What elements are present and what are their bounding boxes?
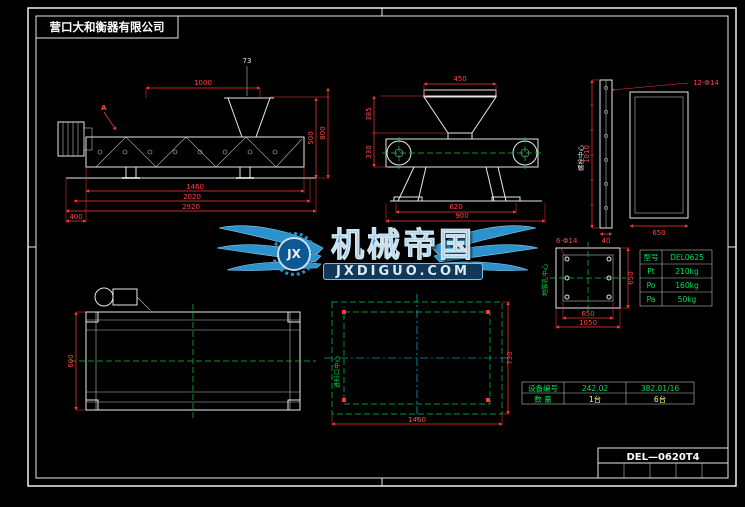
watermark-domain: JXDIGUO.COM (323, 263, 483, 280)
spec-value: DEL0625 (670, 253, 704, 262)
title-block: DEL—0620T4 (597, 447, 729, 479)
hole-callout: 12-Φ14 (693, 79, 719, 87)
equip-value: 382.01/16 (641, 384, 680, 393)
conveyor-body (85, 136, 305, 168)
hole-callout: 6-Φ14 (556, 237, 578, 245)
dim-label: 2020 (183, 193, 201, 201)
spec-table: 型号 DEL0625 Pt 210kg Po 160kg Pa 50kg (639, 249, 713, 307)
section-label: A (101, 104, 107, 112)
dim-label: 73 (243, 57, 252, 65)
panel-face (629, 91, 689, 219)
anchor-hole (342, 398, 346, 402)
dim-label: 900 (455, 212, 468, 220)
dim-label: 1460 (408, 416, 426, 424)
dim-label: 400 (69, 213, 82, 221)
anchor-hole (342, 310, 346, 314)
drawing-number: DEL—0620T4 (626, 452, 699, 463)
dim-label: 1050 (579, 319, 597, 327)
end-view: 450 385 330 620 900 (365, 75, 546, 223)
dim-label: 1460 (186, 183, 204, 191)
side-view: A 73 1000 1460 2020 2920 400 500 800 (57, 57, 330, 223)
watermark-text: 机械帝国 JXDIGUO.COM (323, 228, 483, 280)
gear-text: JX (287, 247, 301, 261)
company-title-box: 营口大和衡器有限公司 (35, 15, 179, 39)
center-note: 进料口中心 (332, 355, 341, 388)
equipment-table: 设备编号 242.02 382.01/16 数 量 1台 6台 (521, 381, 695, 405)
equip-label: 数 量 (534, 394, 552, 404)
drawing-frame (27, 7, 737, 487)
dim-label: 385 (365, 107, 373, 120)
spec-value: 50kg (678, 295, 697, 304)
anchor-hole (486, 310, 490, 314)
dim-label: 1000 (194, 79, 212, 87)
spec-label: 型号 (644, 253, 659, 262)
dim-label: 620 (449, 203, 462, 211)
center-note: 地脚孔中心 (540, 263, 549, 296)
dim-label: 730 (506, 351, 514, 364)
anchor-hole (486, 398, 490, 402)
equip-value: 242.02 (582, 384, 608, 393)
company-name: 营口大和衡器有限公司 (50, 20, 165, 34)
plan-view: 600 (67, 287, 316, 418)
spec-label: Pt (647, 267, 655, 276)
foundation-plan: 1460 730 进料口中心 (324, 294, 514, 426)
dim-label: 650 (581, 310, 594, 318)
spec-value: 210kg (675, 267, 699, 276)
dim-label: 600 (67, 354, 75, 367)
square-view: 6-Φ14 650 1050 650 地脚孔中心 (540, 237, 635, 329)
dim-label: 1010 (583, 145, 591, 163)
dim-label: 330 (365, 145, 373, 158)
watermark-gear-icon: JX (272, 232, 317, 276)
dim-label: 40 (602, 237, 611, 245)
dim-label: 500 (307, 131, 315, 144)
center-note: 螺栓中心 (576, 145, 585, 172)
equip-value: 6台 (654, 394, 666, 404)
panel-view: 12-Φ14 1010 40 650 螺栓中心 (576, 79, 719, 245)
dim-label: 800 (319, 126, 327, 139)
equip-value: 1台 (589, 394, 601, 404)
watermark: JX 机械帝国 JXDIGUO.COM (205, 214, 550, 294)
watermark-center: JX 机械帝国 JXDIGUO.COM (205, 214, 550, 294)
dim-label: 650 (627, 271, 635, 284)
dim-label: 450 (453, 75, 466, 83)
dim-label: 2920 (182, 203, 200, 211)
spec-label: Po (647, 281, 656, 290)
spec-value: 160kg (675, 281, 699, 290)
spec-label: Pa (647, 295, 656, 304)
dim-label: 650 (652, 229, 665, 237)
equip-label: 设备编号 (528, 383, 558, 393)
watermark-title: 机械帝国 (330, 225, 475, 264)
